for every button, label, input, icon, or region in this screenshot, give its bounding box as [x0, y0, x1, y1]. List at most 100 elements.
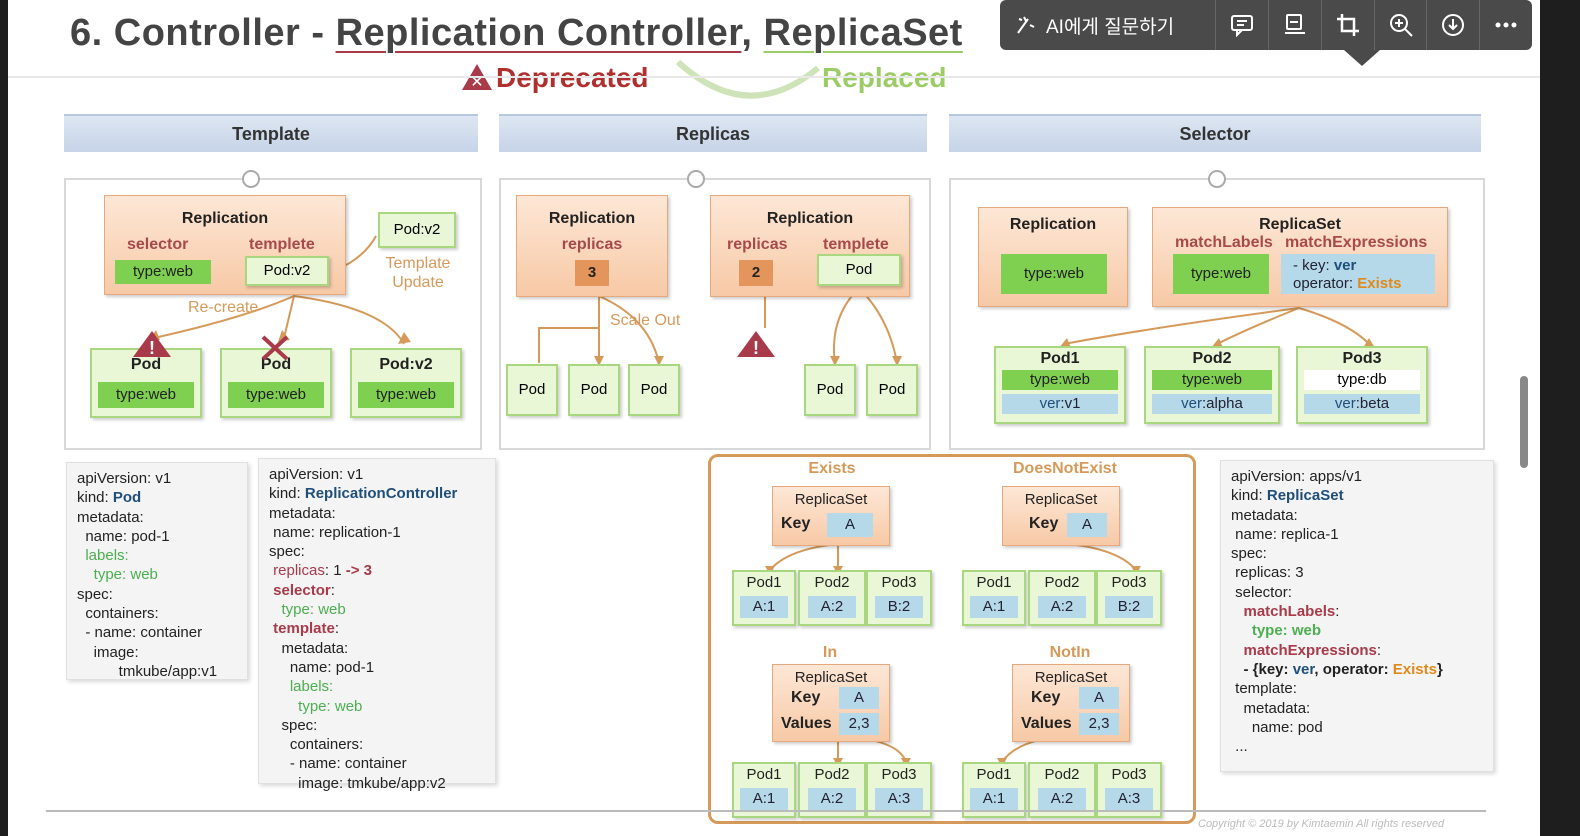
- yaml-value: -> 3: [345, 562, 372, 580]
- replication-replicas-box: Replication replicas templete 2 Pod: [710, 195, 910, 297]
- yaml-value: Exists: [1392, 660, 1437, 678]
- pod-card: Pod2 A:2: [1028, 762, 1096, 818]
- selector-value: type:web: [115, 260, 211, 284]
- page-title: 6. Controller - Replication Controller, …: [70, 12, 963, 55]
- selector-value: type:web: [1001, 254, 1107, 294]
- replication-replicas-box: Replication replicas 3: [516, 195, 668, 297]
- svg-text:✕: ✕: [470, 74, 483, 91]
- match-expressions-value: - key: ver operator: Exists: [1281, 254, 1435, 294]
- yaml-line: tmkube/app:v1: [77, 662, 218, 680]
- yaml-line: :: [1335, 603, 1340, 621]
- slide: 6. Controller - Replication Controller, …: [8, 0, 1540, 836]
- presentation-button[interactable]: [1268, 0, 1321, 50]
- yaml-line: spec:: [1231, 545, 1267, 563]
- pod-card: Pod1 A:1: [732, 762, 796, 818]
- footer-divider: [46, 810, 1486, 812]
- yaml-line: metadata:: [1231, 699, 1311, 717]
- panel-knob: [1208, 170, 1226, 188]
- title-comma: ,: [741, 12, 764, 54]
- new-template-pod: Pod:v2: [378, 212, 456, 248]
- pod-card: Pod3 type:db ver:beta: [1296, 346, 1428, 424]
- yaml-line: metadata:: [1231, 506, 1298, 524]
- pod-label: A:2: [808, 788, 856, 810]
- template-pod: Pod:v2: [245, 256, 329, 286]
- warning-icon: !: [737, 331, 775, 358]
- yaml-line: spec:: [77, 585, 113, 603]
- in-replicaset: ReplicaSet Key A Values 2,3: [772, 664, 890, 742]
- scrollbar-thumb[interactable]: [1520, 376, 1528, 468]
- yaml-line: name: pod-1: [269, 658, 375, 676]
- replaced-arrow: [675, 59, 820, 99]
- svg-text:!: !: [753, 338, 759, 358]
- crop-icon: [1336, 14, 1359, 36]
- pod-card: Pod: [506, 364, 558, 416]
- pod-ver-label: ver:v1: [1002, 394, 1118, 414]
- yaml-line: :: [1376, 641, 1382, 659]
- pod-name: Pod3: [881, 574, 917, 591]
- yaml-kind: Pod: [112, 489, 142, 507]
- chat-button[interactable]: [1215, 0, 1268, 50]
- exists-title: Exists: [808, 460, 856, 477]
- yaml-line: spec:: [269, 543, 305, 561]
- values-label: Values: [781, 715, 832, 732]
- ai-ask-button[interactable]: AI에게 질문하기: [1000, 0, 1215, 50]
- yaml-line: name: replica-1: [1231, 525, 1339, 543]
- pod-label: A:2: [808, 596, 856, 618]
- more-button[interactable]: [1479, 0, 1532, 50]
- yaml-line: labels:: [269, 678, 334, 696]
- yaml-line: apiVersion: v1: [77, 470, 172, 487]
- replicas-value: 2: [739, 260, 773, 286]
- ai-sparkle-icon: [1017, 16, 1035, 34]
- yaml-line: spec:: [269, 716, 318, 734]
- template-pod: Pod: [817, 254, 901, 286]
- header-replicas: Replicas: [499, 114, 927, 152]
- key-label: Key: [1031, 689, 1061, 706]
- yaml-line: kind:: [77, 489, 113, 507]
- yaml-line: }: [1436, 660, 1443, 678]
- replication-title: Replication: [766, 210, 854, 227]
- more-icon: [1495, 22, 1517, 28]
- yaml-line: name: pod-1: [77, 527, 170, 545]
- yaml-line: :: [334, 620, 340, 638]
- yaml-line: image:: [77, 643, 139, 661]
- yaml-line: :: [330, 581, 335, 599]
- pod-label: A:2: [1038, 788, 1086, 810]
- download-button[interactable]: [1426, 0, 1479, 50]
- pod-card: Pod: [866, 364, 918, 416]
- match-labels-value: type:web: [1173, 254, 1269, 294]
- pod-card: Pod3 A:3: [866, 762, 932, 818]
- pod-card: Pod1 A:1: [732, 570, 796, 626]
- yaml-line: - {key:: [1231, 660, 1293, 678]
- pod-name: Pod1: [976, 574, 1012, 591]
- expr-key-label: - key:: [1293, 257, 1334, 274]
- templete-label: templete: [249, 236, 315, 253]
- pod-name: Pod: [130, 356, 162, 373]
- pod-name: Pod2: [1192, 350, 1232, 367]
- zoom-in-button[interactable]: [1373, 0, 1427, 50]
- pod-name: Pod1: [746, 574, 782, 591]
- yaml-key: matchLabels: [1231, 603, 1336, 621]
- replicaset-title: ReplicaSet: [1034, 669, 1108, 686]
- pod-card: Pod type:web: [90, 348, 202, 418]
- ai-ask-label: AI에게 질문하기: [1046, 16, 1175, 38]
- pod-label: A:1: [740, 788, 788, 810]
- yaml-line: - name: container: [77, 624, 203, 642]
- toolbar-pointer: [1344, 50, 1380, 66]
- doesnotexist-title: DoesNotExist: [1012, 460, 1118, 477]
- pod-type-label: type:web: [1002, 370, 1118, 390]
- pod-name: Pod2: [1044, 574, 1080, 591]
- yaml-line: metadata:: [269, 504, 336, 522]
- yaml-replication-controller: apiVersion: v1 kind: ReplicationControll…: [258, 458, 496, 792]
- pod-label: B:2: [875, 596, 923, 618]
- key-value: A: [827, 513, 873, 537]
- notin-title: NotIn: [1049, 644, 1091, 661]
- yaml-kind: ReplicaSet: [1266, 487, 1344, 505]
- pod-name: Pod1: [1040, 350, 1080, 367]
- yaml-line: kind:: [1231, 487, 1267, 505]
- pod-card: Pod: [628, 364, 680, 416]
- replicas-label: replicas: [727, 236, 788, 253]
- crop-button[interactable]: [1320, 0, 1374, 50]
- replicas-label: replicas: [561, 236, 623, 253]
- yaml-value: ver: [1292, 660, 1315, 678]
- yaml-line: apiVersion: v1: [269, 466, 364, 483]
